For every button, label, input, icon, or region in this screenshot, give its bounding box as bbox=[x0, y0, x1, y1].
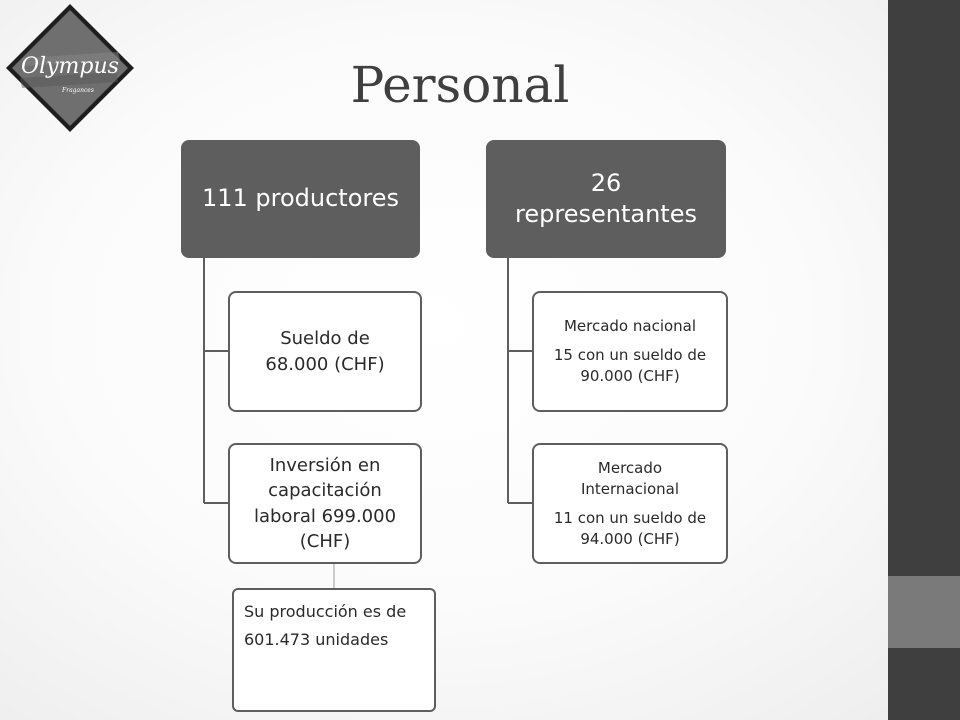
national-market-salary: 15 con un sueldo de 90.000 (CHF) bbox=[553, 346, 707, 385]
salary-box: Sueldo de 68.000 (CHF) bbox=[228, 291, 422, 412]
sidebar-accent-block bbox=[888, 576, 960, 648]
training-investment-text: Inversión en capacitación laboral 699.00… bbox=[253, 455, 397, 552]
training-investment-box: Inversión en capacitación laboral 699.00… bbox=[228, 443, 422, 564]
international-market-salary: 11 con un sueldo de 94.000 (CHF) bbox=[553, 508, 707, 548]
productores-header-box: 111 productores bbox=[181, 140, 420, 258]
logo-brand-text: Olympus bbox=[21, 54, 119, 79]
national-market-heading: Mercado nacional bbox=[563, 317, 697, 335]
international-market-box: Mercado Internacional 11 con un sueldo d… bbox=[532, 443, 728, 564]
olympus-logo: Olympus Fragances bbox=[6, 4, 134, 132]
representantes-header-box: 26 representantes bbox=[486, 140, 726, 258]
production-note-text: Su producción es de 601.473 unidades bbox=[244, 602, 407, 649]
salary-text: Sueldo de 68.000 (CHF) bbox=[265, 328, 385, 375]
productores-header-text: 111 productores bbox=[201, 184, 400, 213]
logo-inner-diamond bbox=[12, 10, 128, 126]
representantes-header-text: 26 representantes bbox=[515, 168, 697, 228]
national-market-box: Mercado nacional 15 con un sueldo de 90.… bbox=[532, 291, 728, 412]
slide-title: Personal bbox=[350, 56, 570, 114]
logo-texture-band bbox=[22, 52, 120, 66]
international-market-heading: Mercado Internacional bbox=[580, 458, 680, 498]
production-note-box: Su producción es de 601.473 unidades bbox=[232, 588, 436, 712]
logo-texture-band bbox=[20, 72, 118, 88]
logo-tagline-text: Fragances bbox=[61, 87, 94, 94]
